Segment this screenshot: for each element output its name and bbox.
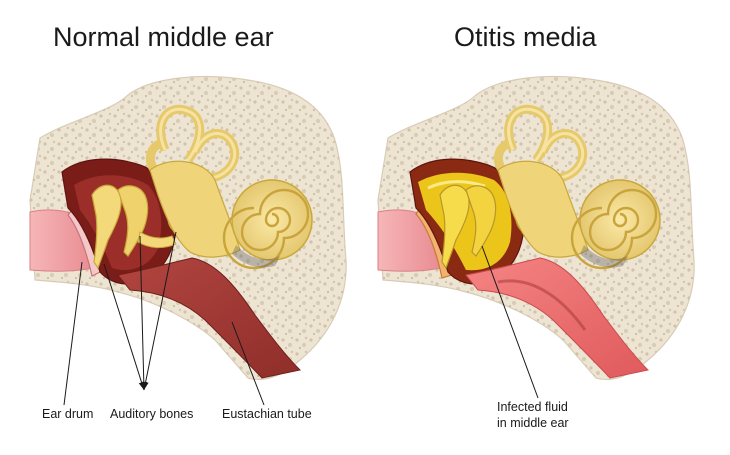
cochlea-infected: [570, 179, 661, 270]
leader-lines-left: [63, 231, 265, 406]
label-infected-fluid: Infected fluid in middle ear: [497, 399, 569, 431]
label-infected-fluid-line1: Infected fluid: [497, 400, 568, 414]
vestibule: [149, 160, 241, 258]
otitis-media-panel: [377, 75, 695, 399]
label-auditory-bones: Auditory bones: [110, 407, 194, 421]
cochlea: [222, 179, 313, 270]
normal-ear-panel: [29, 75, 347, 406]
eustachian-tube-inflamed: [465, 257, 650, 379]
title-normal-middle-ear: Normal middle ear: [53, 22, 274, 52]
vestibule-infected: [497, 160, 589, 258]
leader-line-right: [481, 245, 539, 399]
title-otitis-media: Otitis media: [454, 22, 597, 52]
eustachian-tube: [117, 257, 302, 379]
label-eustachian-tube: Eustachian tube: [222, 407, 312, 421]
label-infected-fluid-line2: in middle ear: [497, 416, 569, 430]
label-ear-drum: Ear drum: [42, 407, 94, 421]
